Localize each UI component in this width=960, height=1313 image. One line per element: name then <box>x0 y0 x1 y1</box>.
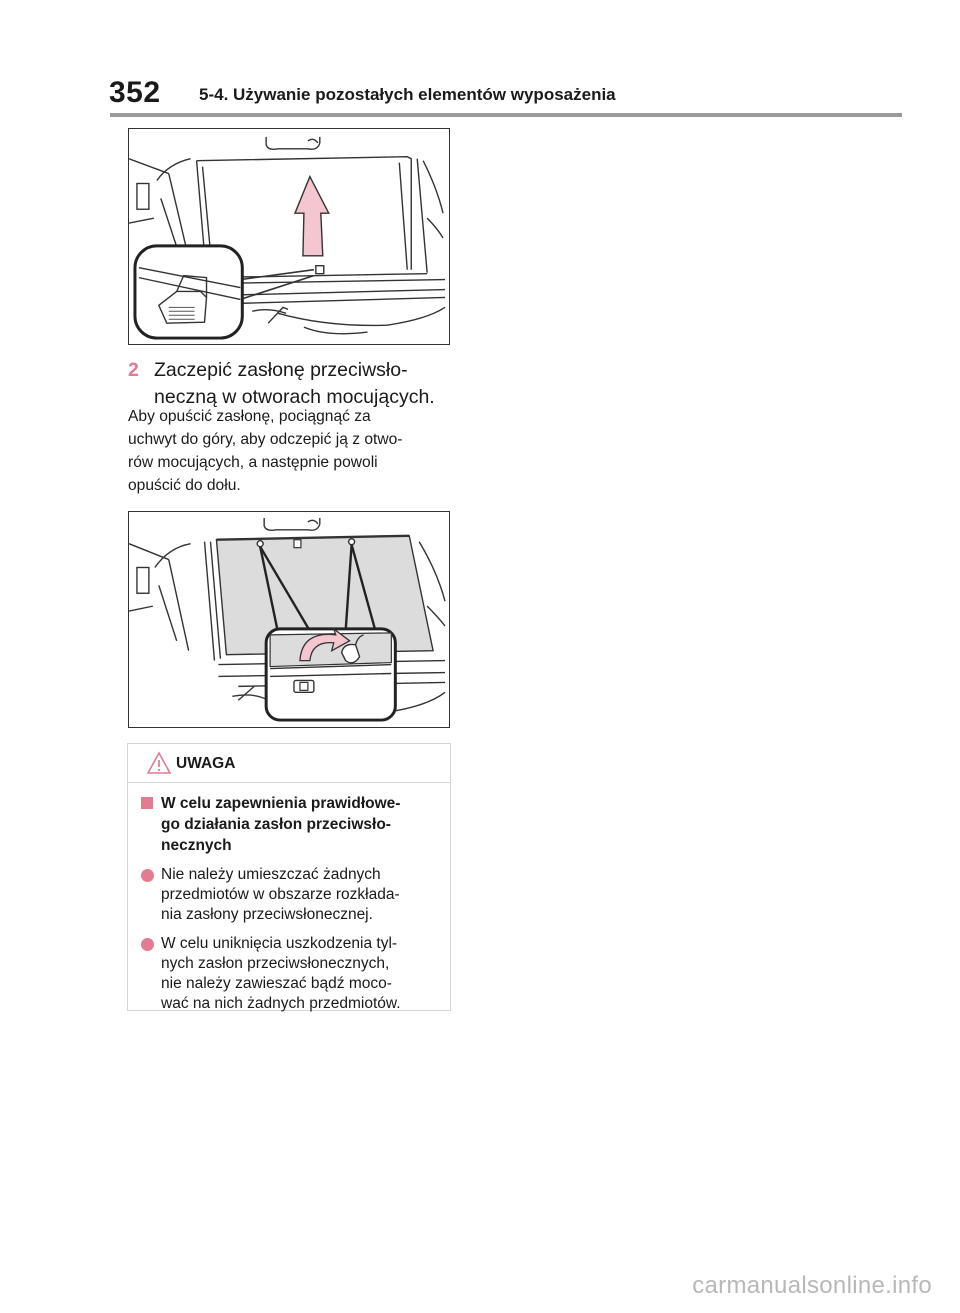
warning-item-text: W celu uniknięcia uszkodzenia tyl- nych … <box>161 935 401 1012</box>
warning-heading: W celu zapewnienia prawidłowe- go działa… <box>128 793 450 856</box>
instruction-paragraph: Aby opuścić zasłonę, pociągnąć za uchwyt… <box>128 408 403 494</box>
warning-label: UWAGA <box>176 755 236 772</box>
section-title: 5-4. Używanie pozostałych elementów wypo… <box>199 85 616 104</box>
warning-item: Nie należy umieszczać żadnych przedmiotó… <box>128 865 450 925</box>
warning-triangle-icon <box>146 751 172 774</box>
circle-bullet-icon <box>141 869 154 882</box>
illustration-raise-sunshade <box>128 128 450 345</box>
raise-sunshade-drawing <box>129 136 446 340</box>
header-rule <box>110 113 902 117</box>
hooked-sunshade-drawing <box>129 517 446 722</box>
up-arrow <box>293 174 330 257</box>
warning-header: UWAGA <box>128 744 450 783</box>
warning-box: UWAGA W celu zapewnienia prawidłowe- go … <box>127 743 451 1014</box>
hook-arrow <box>299 627 351 662</box>
step-text: Zaczepić zasłonę przeciwsło- neczną w ot… <box>154 359 435 408</box>
illustration-hooked-sunshade <box>128 511 450 728</box>
step-2: 2 Zaczepić zasłonę przeciwsło- neczną w … <box>128 357 458 411</box>
warning-item-text: Nie należy umieszczać żadnych przedmiotó… <box>161 866 400 923</box>
warning-content: W celu zapewnienia prawidłowe- go działa… <box>128 793 450 1014</box>
page-number: 352 <box>109 76 161 109</box>
square-bullet-icon <box>141 797 153 809</box>
step-number: 2 <box>128 359 139 381</box>
warning-heading-text: W celu zapewnienia prawidłowe- go działa… <box>161 795 401 854</box>
watermark: carmanualsonline.info <box>692 1272 932 1299</box>
warning-item: W celu uniknięcia uszkodzenia tyl- nych … <box>128 934 450 1014</box>
circle-bullet-icon <box>141 938 154 951</box>
